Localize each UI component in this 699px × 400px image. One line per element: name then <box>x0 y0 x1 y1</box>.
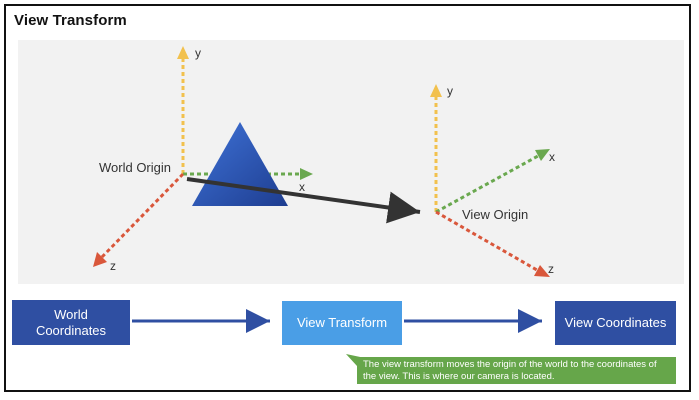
triangle-object <box>192 122 288 206</box>
view-z-arrowhead <box>534 265 550 277</box>
view-x-arrowhead <box>535 149 550 161</box>
world-axes <box>93 46 313 267</box>
world-origin-label: World Origin <box>99 160 172 175</box>
view-z-axis <box>435 210 538 272</box>
world-y-arrowhead <box>177 46 189 59</box>
view-z-label: z <box>548 262 554 276</box>
world-x-arrowhead <box>300 168 313 180</box>
view-origin-label: View Origin <box>462 207 529 222</box>
view-y-arrowhead <box>430 84 442 97</box>
world-coordinates-box: World Coordinates <box>12 300 130 345</box>
view-coordinates-box: View Coordinates <box>555 301 676 345</box>
world-coordinates-line2: Coordinates <box>35 322 107 338</box>
world-y-label: y <box>195 46 201 60</box>
world-x-label: x <box>299 180 305 194</box>
view-x-axis <box>435 154 539 214</box>
world-coordinates-line1: World <box>54 306 88 322</box>
page-title: View Transform <box>14 12 127 29</box>
view-y-label: y <box>447 84 453 98</box>
scene-background <box>18 40 684 284</box>
world-z-arrowhead <box>93 252 107 267</box>
view-x-label: x <box>549 150 555 164</box>
view-axes <box>430 84 550 277</box>
world-z-axis <box>99 172 185 260</box>
world-z-label: z <box>110 259 116 273</box>
explanation-note: The view transform moves the origin of t… <box>357 357 676 384</box>
view-transform-box: View Transform <box>282 301 402 345</box>
transform-arrow <box>186 177 421 224</box>
